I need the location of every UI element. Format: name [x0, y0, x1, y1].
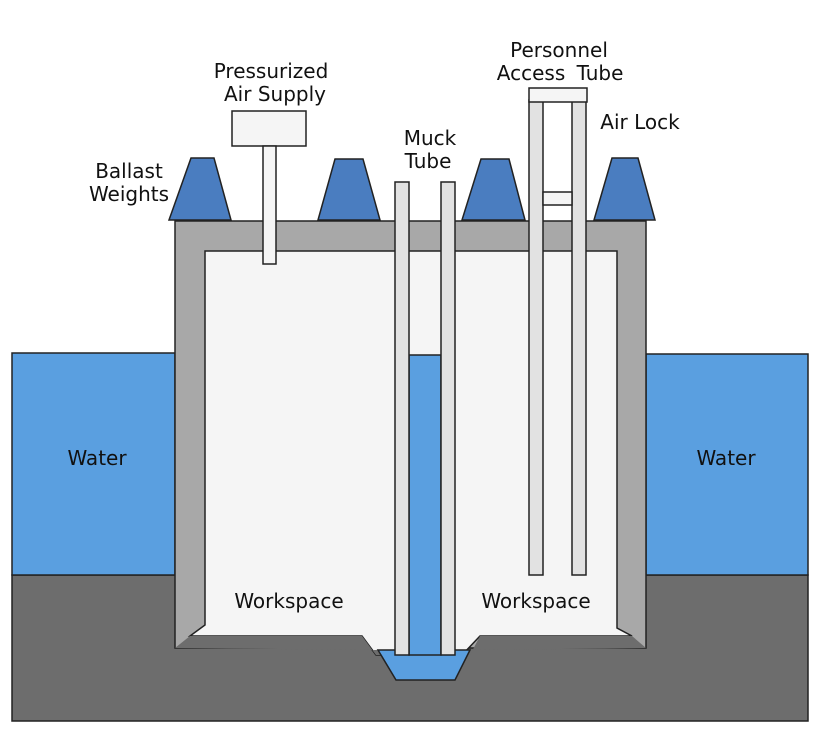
label-personnel: Personnel	[510, 38, 608, 62]
access-tube-left-wall	[528, 99, 544, 576]
label-air-lock: Air Lock	[600, 110, 680, 134]
label-workspace-left: Workspace	[234, 589, 343, 613]
air-lock-door	[542, 191, 573, 206]
label-access: Access	[497, 61, 565, 85]
ballast-weight-3	[460, 158, 526, 221]
label-water-left: Water	[67, 446, 127, 470]
label-pressurized: Pressurized	[214, 59, 329, 83]
label-water-right: Water	[696, 446, 756, 470]
ballast-weight-4	[593, 157, 656, 221]
water-right	[645, 353, 809, 576]
label-weights: Weights	[89, 182, 169, 206]
water-left	[11, 352, 176, 576]
air-supply-box	[231, 110, 307, 147]
ballast-weight-2	[317, 158, 381, 221]
muck-tube-right-wall	[440, 181, 456, 656]
label-workspace-right: Workspace	[481, 589, 590, 613]
label-muck: Muck	[404, 126, 457, 150]
access-tube-cap	[528, 87, 588, 103]
label-ballast: Ballast	[95, 159, 163, 183]
label-muck-tube: Tube	[404, 149, 452, 173]
muck-tube-left-wall	[394, 181, 410, 656]
label-air-supply: Air Supply	[224, 82, 326, 106]
ballast-weight-1	[167, 157, 232, 221]
air-supply-pipe	[262, 145, 277, 265]
access-tube-right-wall	[571, 99, 587, 576]
muck-tube-water	[408, 354, 442, 656]
label-tube-access: Tube	[576, 61, 624, 85]
